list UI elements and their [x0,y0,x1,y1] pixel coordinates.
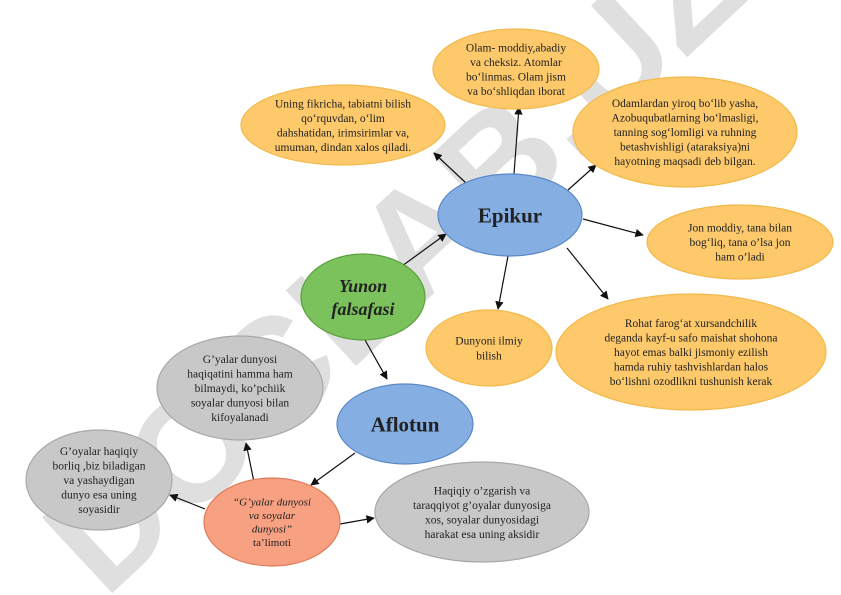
node-yunon-line: falsafasi [332,299,395,319]
node-epikur-top-line: va bo‘shliqdan iborat [467,86,566,98]
node-goyalar-right-line: xos, soyalar dunyosidagi [425,514,539,526]
node-epikur-right-top-line: betashvishligi (ataraksiya)ni [620,142,750,154]
node-epikur-top-shape [432,28,600,110]
node-goyalar-left-line: G’oyalar haqiqiy [60,446,138,458]
node-goyalar-right-shape [374,461,590,563]
node-epikur-left-shape [240,84,446,166]
node-epikur-top-line: Olam- moddiy,abadiy [466,42,566,54]
node-epikur-bottom: Dunyoni ilmiy bilish [425,309,553,387]
node-aflotun: Aflotun [336,383,474,465]
node-epikur-bottom-line: Dunyoni ilmiy [455,336,523,348]
node-epikur-bottom-right-line: hayot emas balki jismoniy ezilish [614,347,768,359]
node-goyalar-right-line: Haqiqiy o’zgarish va [434,485,530,497]
node-aflotun-top-line: kifoyalanadi [211,412,268,424]
node-aflotun-line: Aflotun [371,412,440,436]
node-epikur-bottom-right: Rohat farog‘at xursandchilik deganda kayf… [555,293,827,411]
connectors [169,106,644,525]
node-yunon-shape [300,253,426,341]
node-epikur-right-line: Jon moddiy, tana bilan [688,223,792,235]
node-epikur-top-line: bo‘linmas. Olam jism [466,71,566,83]
node-epikur-shape [437,173,583,257]
node-epikur-bottom-line: bilish [476,351,502,363]
node-goyalar-subtitle: ta’limoti [253,537,291,549]
node-epikur-left: Uning fikricha, tabiatni bilish qo‘rquvda… [240,84,446,166]
node-epikur-bottom-right-line: hamda ruhiy tashvishlardan halos [614,362,769,374]
node-epikur-right-top-line: Odamlardan yiroq bo‘lib yasha, [612,98,758,110]
node-epikur-line: Epikur [478,203,542,227]
node-aflotun-top-shape [156,335,324,441]
node-goyalar-line: “G’yalar dunyosi [233,497,311,509]
node-goyalar-left-line: va yashaydigan [63,475,134,487]
node-epikur-right-line: bog‘liq, tana o’lsa jon [690,237,791,249]
node-goyalar-left-line: dunyo esa uning [61,490,137,502]
node-goyalar-line: va soyalar [249,510,296,522]
edge-epikur-top [513,106,523,175]
node-epikur-bottom-right-line: Rohat farog‘at xursandchilik [625,318,757,330]
edge-epikur-right [582,218,644,238]
node-goyalar-left-shape [25,429,173,531]
node-goyalar-left: G’oyalar haqiqiy borliq ,biz biladigan va … [25,429,173,531]
edge-yunon-aflotun [364,339,388,380]
node-aflotun-top-line: soyalar dunyosi bilan [191,398,290,410]
node-epikur-left-line: Uning fikricha, tabiatni bilish [275,98,411,110]
node-epikur-bottom-right-shape [555,293,827,411]
edge-epikur-bottom [495,255,509,310]
node-epikur-bottom-right-line: bo‘lishni ozodlikni tushunish kerak [610,376,773,388]
node-epikur-right-line: ham o’ladi [715,252,765,264]
node-aflotun-top-line: bilmaydi, ko’pchiik [195,383,286,395]
node-yunon-line: Yunon [339,276,387,296]
node-epikur-right-top: Odamlardan yiroq bo‘lib yasha, Azobuqubat… [572,76,798,188]
node-epikur-left-line: dahshatidan, irimsirimlar va, [277,127,409,139]
node-epikur-right-top-line: Azobuqubatlarning bo‘lmasligi, [612,113,759,125]
node-goyalar-shape [203,477,341,567]
node-epikur-right-top-shape [572,76,798,188]
node-yunon: Yunon falsafasi [300,253,426,341]
node-epikur-right-top-line: tanning sog‘lomligi va ruhning [614,127,757,139]
node-goyalar-right-line: harakat esa uning aksidir [425,529,540,541]
node-aflotun-shape [336,383,474,465]
node-epikur-top: Olam- moddiy,abadiy va cheksiz. Atomlar bo… [432,28,600,110]
nodes: Olam- moddiy,abadiy va cheksiz. Atomlar bo… [25,28,834,567]
node-goyalar-left-line: borliq ,biz biladigan [53,461,146,473]
node-epikur-right: Jon moddiy, tana bilan bog‘liq, tana o’ls… [646,204,834,280]
node-aflotun-top-line: haqiqatini hamma ham [187,369,292,381]
node-goyalar-right-line: taraqqiyot g’oyalar dunyosiga [413,500,551,512]
node-epikur-right-shape [646,204,834,280]
node-epikur-bottom-shape [425,309,553,387]
node-epikur-bottom-right-line: deganda kayf-u safo maishat shohona [604,333,777,345]
node-aflotun-top: G’yalar dunyosi haqiqatini hamma ham bilma… [156,335,324,441]
node-goyalar-line: dunyosi” [252,524,292,536]
node-aflotun-top-line: G’yalar dunyosi [203,354,277,366]
edge-yunon-epikur [401,233,447,267]
edge-goyalar-right [339,515,375,525]
node-goyalar-right: Haqiqiy o’zgarish va taraqqiyot g’oyalar … [374,461,590,563]
edge-epikur-bottom-right [566,247,609,300]
node-epikur-top-line: va cheksiz. Atomlar [470,57,562,69]
edge-aflotun-goyalar [310,452,356,486]
node-epikur-left-line: qo‘rquvdan, o‘lim [301,113,385,125]
node-epikur-left-line: umuman, dindan xalos qiladi. [275,142,412,154]
edge-epikur-left [433,152,467,184]
node-goyalar-left-line: soyasidir [78,504,120,516]
edge-goyalar-top [243,442,255,483]
edge-epikur-right-top [567,164,597,191]
node-epikur-right-top-line: hayotning maqsadi deb bilgan. [614,156,755,168]
edge-goyalar-left [169,493,206,510]
node-epikur: Epikur [437,173,583,257]
